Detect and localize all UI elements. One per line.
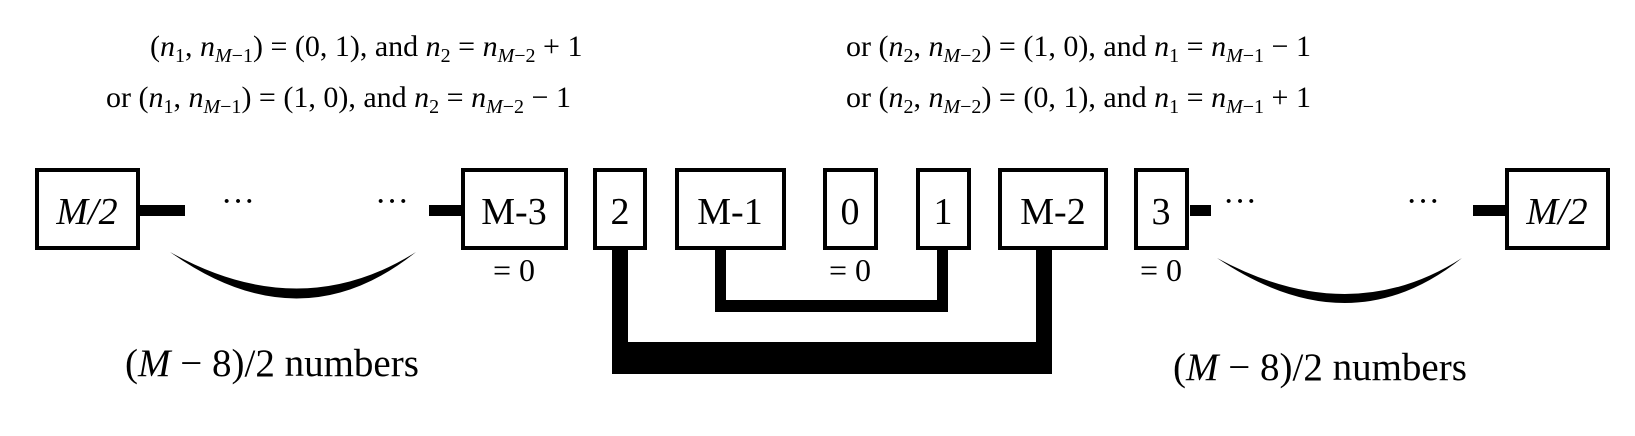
right-stub-connector <box>1473 205 1505 216</box>
left-dots-2: ··· <box>375 183 409 220</box>
connectors <box>139 205 1505 374</box>
condition-row2-left: or (n1, nM−1) = (1, 0), and n2 = nM−2 − … <box>106 81 571 118</box>
box-zero-label: 0 <box>841 191 860 233</box>
m3-stub-connector <box>429 205 463 216</box>
box-two: 2 <box>593 168 647 250</box>
bracket-m1-one-bar <box>715 300 948 312</box>
box-right-end: M/2 <box>1505 168 1610 250</box>
box-zero: 0 <box>823 168 878 250</box>
condition-row1-left: (n1, nM−1) = (0, 1), and n2 = nM−2 + 1 <box>150 30 582 67</box>
right-group-brace <box>1217 258 1462 303</box>
box-m1-label: M-1 <box>697 191 762 233</box>
box-m2-label: M-2 <box>1020 191 1085 233</box>
box-one-label: 1 <box>934 191 953 233</box>
conditions: (n1, nM−1) = (0, 1), and n2 = nM−2 + 1 o… <box>106 30 1311 118</box>
box-three: 3 <box>1134 168 1189 250</box>
left-dots-1: ··· <box>221 183 255 220</box>
zero-annotations: = 0 = 0 = 0 <box>493 252 1182 288</box>
right-group-label: (M − 8)/2 numbers <box>1173 346 1467 389</box>
box-right-end-label: M/2 <box>1525 191 1587 233</box>
box-three-label: 3 <box>1152 191 1171 233</box>
box-m1: M-1 <box>675 168 786 250</box>
condition-row2-right: or (n2, nM−2) = (0, 1), and n1 = nM−1 + … <box>846 81 1311 118</box>
box-two-label: 2 <box>611 191 630 233</box>
left-group-brace <box>170 252 416 299</box>
three-equals-zero: = 0 <box>1140 252 1182 288</box>
bracket-two-m2-bar <box>612 342 1052 374</box>
box-left-end: M/2 <box>35 168 140 250</box>
group-labels: (M − 8)/2 numbers (M − 8)/2 numbers <box>125 342 1467 389</box>
boxes: M/2 M-3 2 M-1 0 1 M-2 3 <box>35 168 1610 250</box>
left-group-label: (M − 8)/2 numbers <box>125 342 419 385</box>
right-dots-1: ··· <box>1223 183 1257 220</box>
right-dots-2: ··· <box>1406 183 1440 220</box>
condition-row1-right: or (n2, nM−2) = (1, 0), and n1 = nM−1 − … <box>846 30 1311 67</box>
left-stub-connector <box>139 205 185 216</box>
box-m3: M-3 <box>461 168 568 250</box>
box-m2: M-2 <box>998 168 1108 250</box>
bracket-m1-leg <box>715 248 726 312</box>
m3-equals-zero: = 0 <box>493 252 535 288</box>
box-left-end-label: M/2 <box>55 191 117 233</box>
ellipses: ··· ··· ··· ··· <box>221 183 1440 220</box>
zero-equals-zero: = 0 <box>829 252 871 288</box>
box-one: 1 <box>916 168 971 250</box>
box-m3-label: M-3 <box>481 191 546 233</box>
three-stub-connector <box>1190 205 1211 216</box>
bracket-one-leg <box>937 248 948 312</box>
